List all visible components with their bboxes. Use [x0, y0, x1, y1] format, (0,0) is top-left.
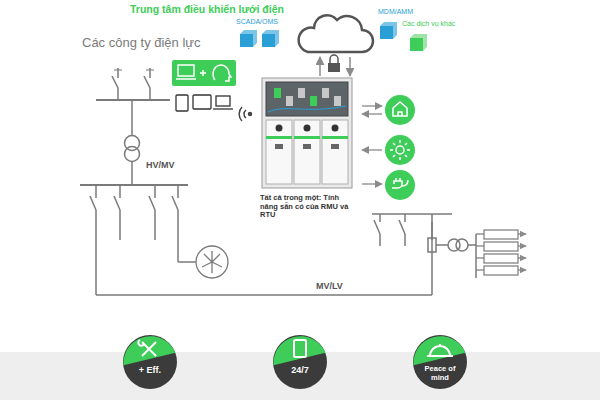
tools-icon	[138, 340, 156, 356]
section-heading: Trung tâm điều khiển lưới điện	[130, 3, 284, 15]
cabinet-drawing	[256, 76, 360, 192]
badge-text: Peace of mind	[422, 365, 458, 382]
badge-text: 24/7	[282, 365, 318, 375]
hat-icon	[427, 344, 453, 356]
devices-icon	[176, 95, 233, 111]
cloud-symbol	[299, 15, 373, 52]
data-arrows	[320, 57, 350, 76]
badge-shape	[272, 334, 328, 390]
benefit-badge	[413, 335, 467, 389]
badge-shape	[122, 334, 178, 390]
text-label: Các dịch vụ khác	[402, 20, 455, 28]
operator-icon	[172, 60, 236, 86]
benefit-badge	[123, 335, 177, 389]
wireless-symbol	[239, 107, 251, 121]
text-label: MDM/AMM	[378, 8, 413, 16]
system-cubes	[240, 22, 427, 51]
single-line-diagram	[80, 68, 476, 295]
text-label: SCADA/OMS	[236, 18, 278, 26]
benefit-node: + Eff.	[122, 334, 178, 390]
rmu-cabinet	[262, 78, 352, 188]
tablet-icon	[294, 340, 306, 357]
text-label: HV/MV	[146, 160, 175, 170]
fan-symbol	[196, 246, 228, 278]
load-meters	[476, 230, 526, 275]
consumer-icons	[362, 95, 415, 200]
benefit-node: 24/7	[272, 334, 328, 390]
lock-symbol	[328, 55, 340, 72]
benefit-badge	[273, 335, 327, 389]
text-label: MV/LV	[316, 281, 343, 291]
badge-text: + Eff.	[132, 365, 168, 375]
node-caption: Tất cả trong một: Tính năng sẵn có của R…	[260, 194, 358, 220]
text-label: Các công ty điện lực	[82, 36, 201, 51]
rmu-node: Tất cả trong một: Tính năng sẵn có của R…	[256, 76, 360, 222]
benefit-node: Peace of mind	[412, 334, 468, 390]
